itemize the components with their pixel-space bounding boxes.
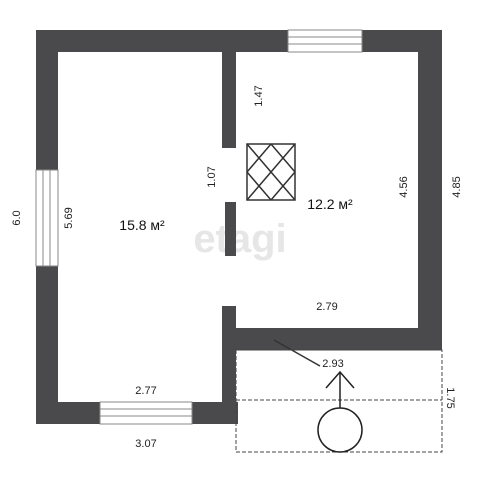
left-room-area: 15.8 м² xyxy=(119,217,165,233)
dim-left-room-width: 2.77 xyxy=(135,385,156,397)
dim-left-room-height: 5.69 xyxy=(63,207,75,228)
dim-right-room-width: 2.79 xyxy=(316,301,337,313)
dim-right-room-height: 4.56 xyxy=(398,176,410,197)
wall-stub-left-porch xyxy=(224,328,274,350)
window-bottom xyxy=(99,401,193,425)
dim-outer-width-left: 3.07 xyxy=(135,438,156,450)
partition-lower xyxy=(222,306,236,402)
dim-outer-height-left: 6.0 xyxy=(11,210,23,225)
wall-top xyxy=(36,30,442,52)
dim-right-upper-segment: 1.47 xyxy=(253,85,265,106)
ceiling-hatch xyxy=(246,143,296,201)
right-room-area: 12.2 м² xyxy=(307,196,353,212)
dim-porch-depth: 1.75 xyxy=(444,387,456,408)
partition-upper xyxy=(222,52,236,148)
partition-middle xyxy=(225,202,236,256)
dim-porch-width: 2.93 xyxy=(322,358,343,370)
window-left xyxy=(35,169,59,267)
wall-right xyxy=(418,30,442,350)
wall-bottom-right xyxy=(274,328,442,350)
walls xyxy=(36,30,442,424)
entrance-door xyxy=(273,339,321,367)
window-top xyxy=(287,29,363,53)
dim-outer-height-right: 4.85 xyxy=(451,176,463,197)
watermark: etagi xyxy=(193,217,286,261)
entry-arrow-head xyxy=(325,370,355,389)
porch-step-circle xyxy=(317,407,363,453)
dim-doorway-width: 1.07 xyxy=(206,166,218,187)
windows xyxy=(35,29,363,425)
